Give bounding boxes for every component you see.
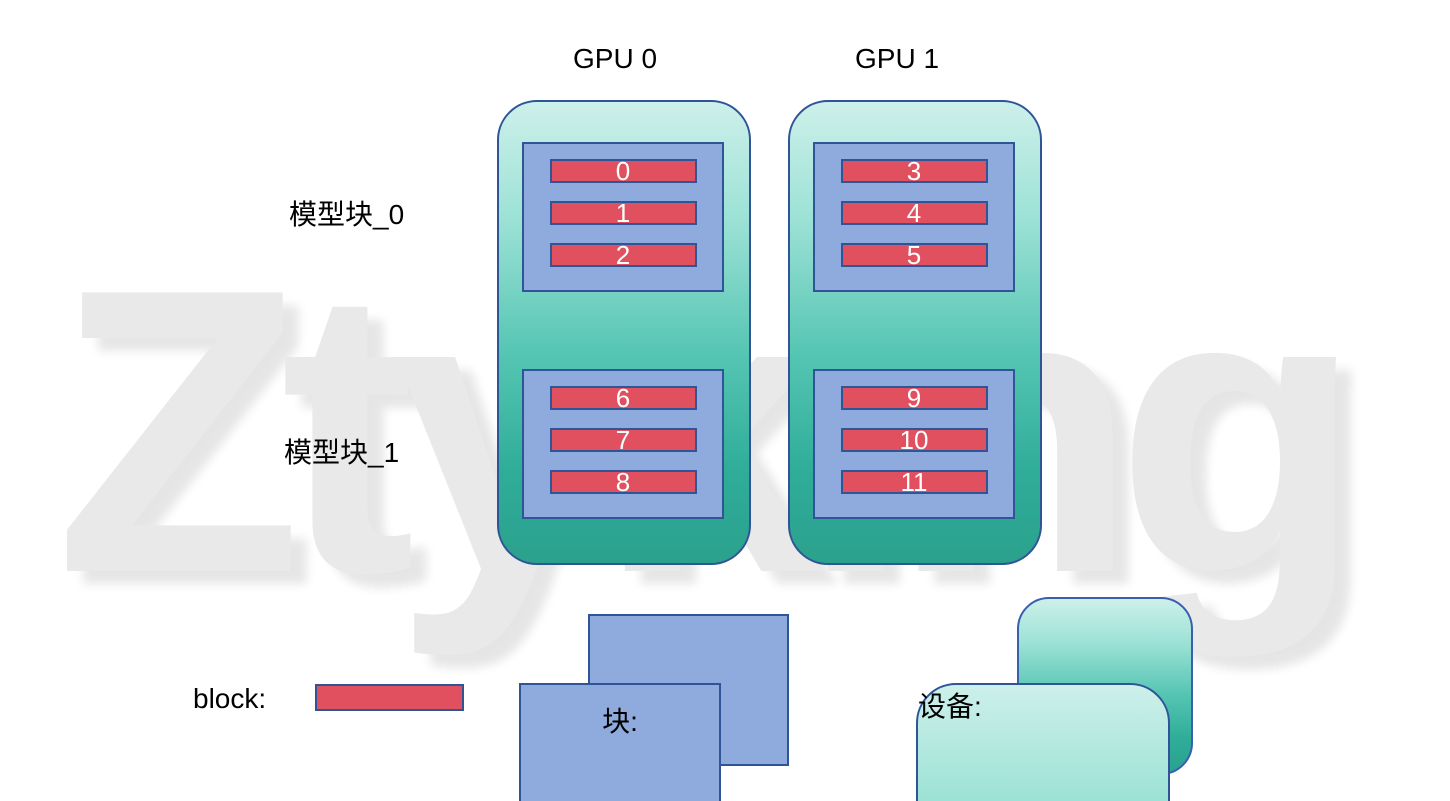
gpu0-device: 0 1 2 6 7 8 <box>497 100 751 565</box>
gpu1-device: 3 4 5 9 10 11 <box>788 100 1042 565</box>
legend-chunk-label: 块: <box>519 683 721 801</box>
legend-block-label: block: <box>193 683 267 714</box>
block-bar-4: 4 <box>840 200 988 226</box>
block-bar-7: 7 <box>549 427 697 453</box>
block-bar-9: 9 <box>840 385 988 411</box>
row-label-model-chunk-0: 模型块_0 <box>289 199 405 230</box>
legend-block-swatch <box>315 684 464 711</box>
block-bar-8: 8 <box>549 469 697 495</box>
gpu1-title: GPU 1 <box>855 43 940 74</box>
gpu0-title: GPU 0 <box>573 43 658 74</box>
gpu1-model-chunk-1: 9 10 11 <box>813 369 1015 519</box>
block-bar-10: 10 <box>840 427 988 453</box>
block-bar-6: 6 <box>549 385 697 411</box>
gpu1-model-chunk-0: 3 4 5 <box>813 142 1015 292</box>
legend-device-label: 设备: <box>916 683 1170 801</box>
block-bar-3: 3 <box>840 158 988 184</box>
row-label-model-chunk-1: 模型块_1 <box>284 437 400 468</box>
block-bar-1: 1 <box>549 200 697 226</box>
gpu0-model-chunk-0: 0 1 2 <box>522 142 724 292</box>
block-bar-5: 5 <box>840 242 988 268</box>
gpu0-model-chunk-1: 6 7 8 <box>522 369 724 519</box>
block-bar-11: 11 <box>840 469 988 495</box>
block-bar-2: 2 <box>549 242 697 268</box>
block-bar-0: 0 <box>549 158 697 184</box>
